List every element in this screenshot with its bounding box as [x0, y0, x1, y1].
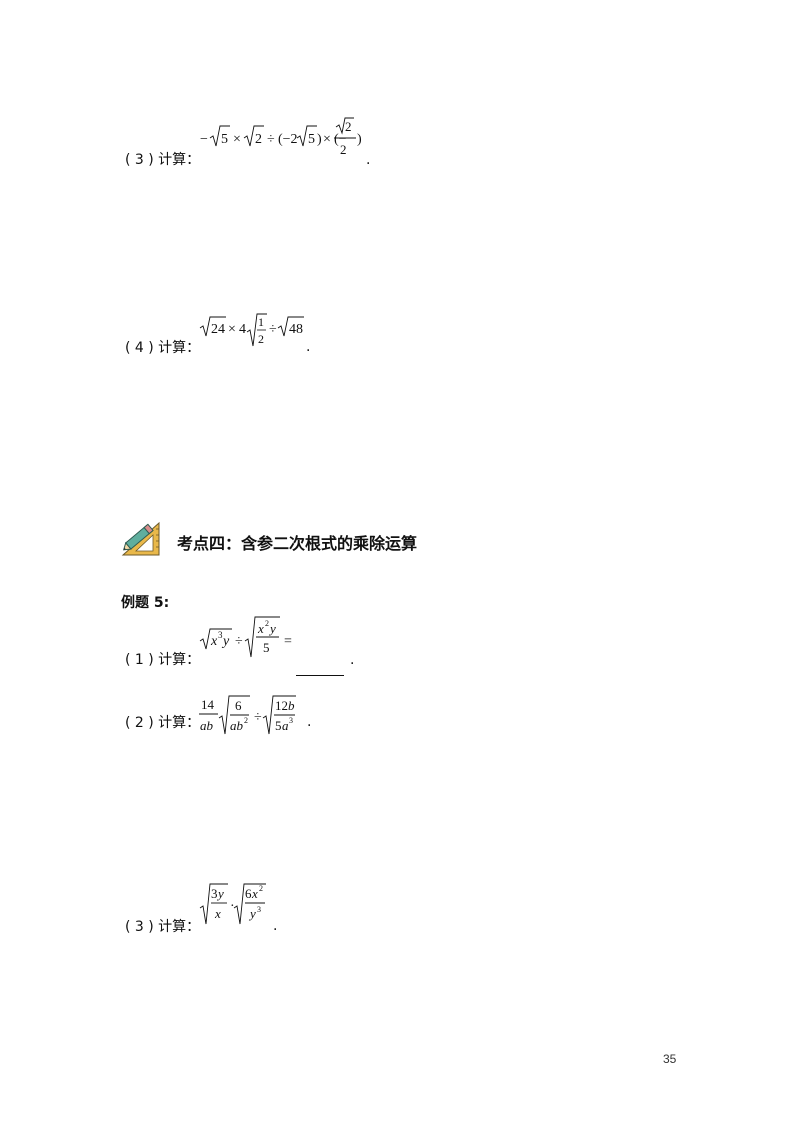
svg-text:2: 2: [258, 332, 264, 346]
svg-text:2: 2: [345, 119, 352, 134]
svg-text:x: x: [257, 621, 264, 636]
svg-text:x: x: [214, 906, 221, 921]
svg-text:÷: ÷: [269, 322, 277, 337]
svg-text:a: a: [282, 718, 289, 733]
svg-text:×: ×: [323, 132, 331, 147]
svg-text:y: y: [221, 634, 230, 649]
svg-text:y: y: [248, 906, 256, 921]
example-q1-label: ( 1 ) 计算：: [125, 652, 201, 668]
svg-text:y: y: [216, 886, 224, 901]
svg-text:2: 2: [244, 716, 248, 725]
svg-text:12: 12: [275, 698, 288, 713]
svg-text:): ): [317, 132, 322, 147]
problem-4-expression: 24 × 4 1 2 ÷ 48: [198, 312, 308, 359]
pencil-ruler-icon: [119, 517, 163, 557]
svg-text:ab: ab: [200, 718, 214, 733]
svg-text:÷: ÷: [235, 634, 243, 649]
svg-text:14: 14: [201, 697, 215, 712]
svg-text:3: 3: [218, 630, 223, 640]
section-title: 考点四：含参二次根式的乘除运算: [177, 534, 418, 553]
page-number: 35: [663, 1052, 677, 1066]
problem-3-end: .: [366, 152, 371, 168]
svg-text:x: x: [251, 886, 258, 901]
svg-text:24: 24: [211, 322, 225, 337]
example-q2-end: .: [307, 714, 312, 730]
svg-text:5: 5: [263, 640, 270, 655]
example-q3-label: ( 3 ) 计算：: [125, 919, 201, 935]
problem-3-label: ( 3 ) 计算：: [125, 152, 201, 168]
svg-text:6: 6: [235, 698, 242, 713]
svg-text:y: y: [268, 621, 276, 636]
example-q2-label: ( 2 ) 计算：: [125, 715, 201, 731]
svg-text:2: 2: [340, 142, 347, 157]
example-q1-end: .: [350, 652, 355, 668]
example-q2-expression: 14 ab 6 ab 2 ÷ 12 b 5 a 3: [198, 692, 308, 745]
svg-text:=: =: [284, 634, 292, 649]
problem-4-label: ( 4 ) 计算：: [125, 340, 201, 356]
svg-text:÷: ÷: [254, 710, 262, 725]
problem-3-expression: − 5 × 2 ÷ (−2 5 ) × (− 2 2 ): [198, 116, 370, 171]
svg-text:5: 5: [221, 132, 228, 147]
svg-text:5: 5: [308, 132, 315, 147]
svg-text:÷: ÷: [267, 132, 275, 147]
svg-text:−: −: [200, 132, 208, 147]
example-title: 例题 5:: [121, 595, 170, 611]
svg-text:x: x: [210, 634, 218, 649]
svg-text:3: 3: [289, 716, 293, 725]
svg-text:3: 3: [257, 905, 261, 914]
svg-text:6: 6: [245, 886, 252, 901]
svg-text:2: 2: [255, 132, 262, 147]
svg-text:×: ×: [233, 132, 241, 147]
svg-text:2: 2: [259, 884, 263, 893]
example-q3-end: .: [273, 918, 278, 934]
svg-text:(−2: (−2: [278, 132, 298, 147]
svg-text:3: 3: [211, 886, 218, 901]
svg-text:48: 48: [289, 322, 303, 337]
svg-text:4: 4: [239, 322, 246, 337]
svg-text:×: ×: [228, 322, 236, 337]
svg-text:5: 5: [275, 718, 282, 733]
example-q3-expression: 3 y x · 6 x 2 y 3: [198, 880, 274, 935]
svg-text:2: 2: [265, 619, 269, 628]
problem-4-end: .: [306, 339, 311, 355]
svg-text:): ): [357, 132, 362, 147]
svg-text:b: b: [288, 698, 295, 713]
example-q1-answer-blank[interactable]: [296, 661, 344, 680]
svg-text:1: 1: [258, 315, 264, 329]
svg-text:·: ·: [230, 899, 235, 914]
svg-text:ab: ab: [230, 718, 244, 733]
svg-text:(−: (−: [334, 132, 347, 147]
example-q1-expression: x 3 y ÷ x 2 y 5 =: [198, 615, 298, 670]
